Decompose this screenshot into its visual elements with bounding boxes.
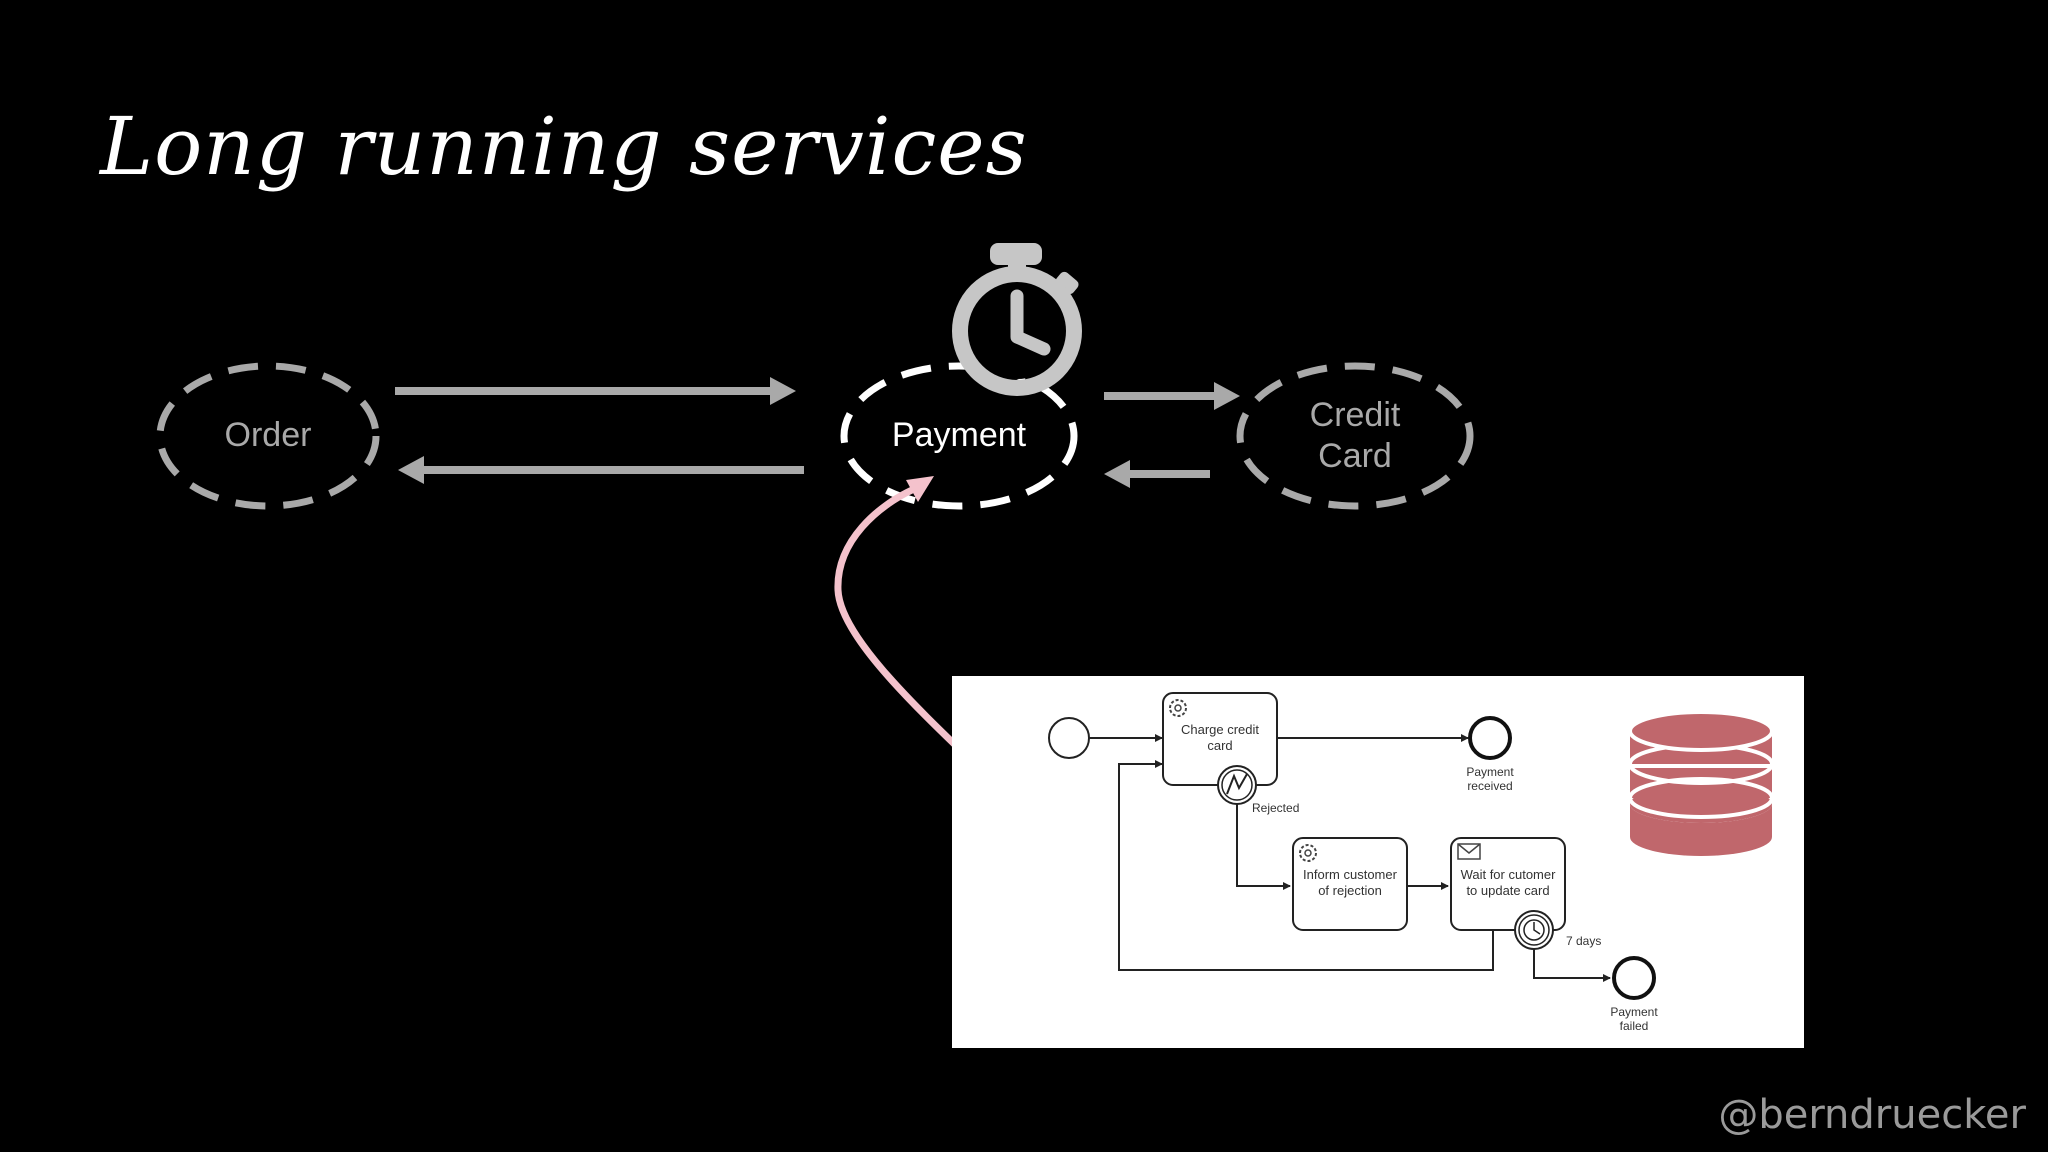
end-received-label-line1: Payment (1466, 765, 1514, 779)
bpmn-process-card: Charge credit card Rejected Payment rece… (952, 676, 1804, 1048)
end-failed-label-line1: Payment (1610, 1005, 1658, 1019)
end-failed-label: Payment failed (1594, 1005, 1674, 1033)
payment-service-ellipse (840, 362, 1078, 510)
payment-to-credit-card-arrow (1104, 382, 1240, 410)
task-inform-label-line2: of rejection (1318, 883, 1382, 898)
end-received-label: Payment received (1450, 765, 1530, 793)
end-failed-label-line2: failed (1619, 1019, 1649, 1033)
slide-title: Long running services (100, 100, 1028, 193)
order-to-payment-arrow (395, 377, 796, 405)
end-event-payment-received (1468, 716, 1512, 760)
task-wait-label: Wait for cutomer to update card (1451, 867, 1565, 899)
database-icon (1628, 710, 1774, 856)
rejected-label: Rejected (1252, 801, 1300, 815)
credit-card-service-label: Credit Card (1265, 395, 1445, 477)
order-service-label: Order (224, 416, 312, 454)
end-received-label-line2: received (1467, 779, 1513, 793)
task-wait-label-line2: to update card (1466, 883, 1550, 898)
task-inform-label-line1: Inform customer (1303, 867, 1397, 882)
service-task-gear-icon (1169, 699, 1187, 717)
credit-card-label-line2: Card (1318, 437, 1392, 475)
timer-boundary-icon (1514, 910, 1554, 950)
task-wait-for-customer (1450, 837, 1566, 931)
payment-to-order-arrow (398, 456, 804, 484)
payment-service-label: Payment (891, 416, 1027, 454)
task-charge-label-line1: Charge credit (1180, 722, 1260, 737)
bpmn-process-diagram (1048, 692, 1774, 1000)
task-wait-label-line1: Wait for cutomer (1460, 867, 1556, 882)
envelope-icon (1457, 843, 1481, 860)
task-charge-label-line2: card (1207, 738, 1233, 753)
start-event (1048, 717, 1090, 759)
task-charge-label: Charge credit card (1163, 722, 1277, 754)
error-boundary-icon (1217, 765, 1257, 805)
task-inform-customer (1292, 837, 1408, 931)
author-handle: @berndruecker (1718, 1092, 2026, 1138)
order-service-ellipse (156, 362, 380, 510)
end-event-payment-failed (1612, 956, 1656, 1000)
credit-card-service-ellipse (1236, 362, 1474, 510)
persistence-link-arrow (834, 476, 1005, 793)
task-inform-label: Inform customer of rejection (1293, 867, 1407, 899)
credit-card-label-line1: Credit (1309, 396, 1401, 434)
stopwatch-icon (952, 243, 1082, 396)
service-task-gear-icon-2 (1299, 844, 1317, 862)
credit-card-to-payment-arrow (1104, 460, 1210, 488)
timer-label: 7 days (1566, 934, 1602, 948)
